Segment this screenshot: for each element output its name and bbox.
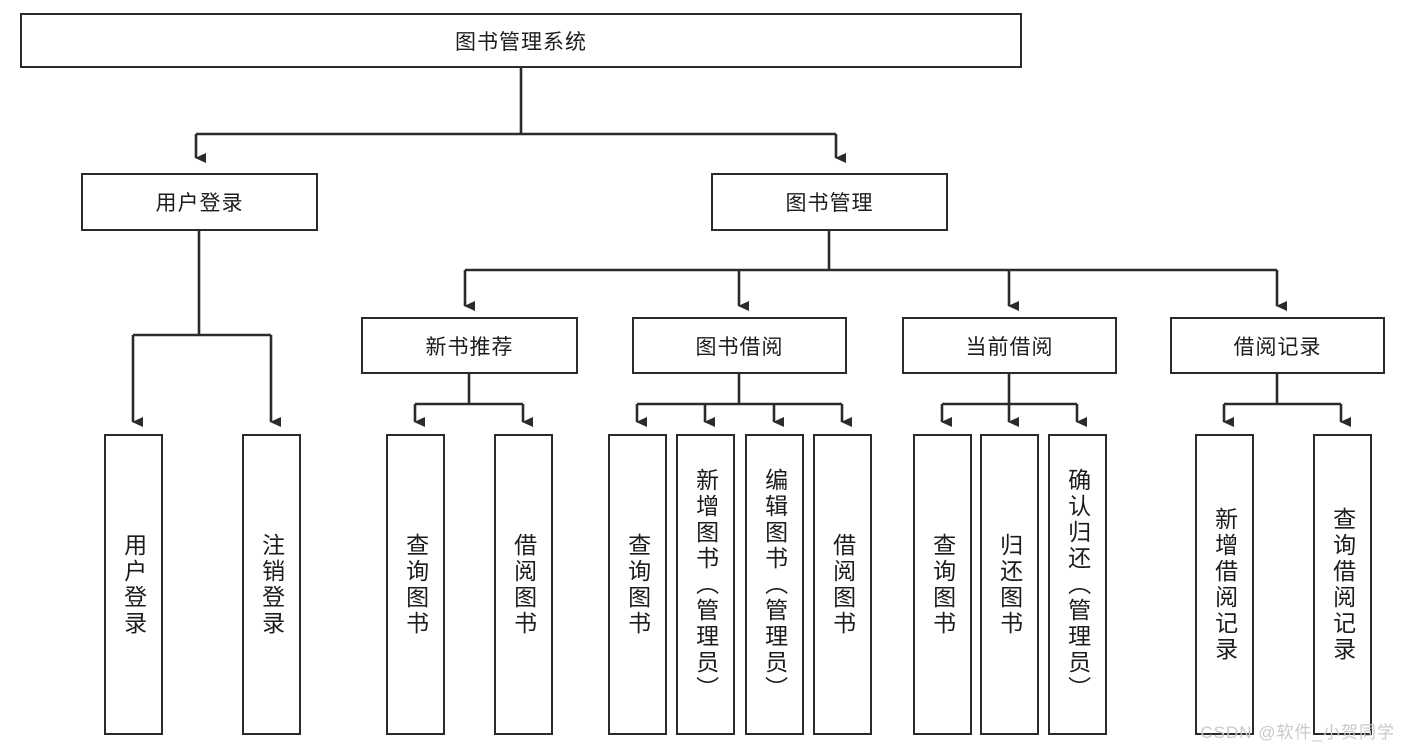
leaf-borrow-book-1[interactable]: 借阅图书: [494, 434, 553, 735]
leaf-add-record-label: 新增借阅记录: [1211, 506, 1238, 663]
leaf-user-logout-label: 注销登录: [258, 532, 285, 637]
leaf-user-logout[interactable]: 注销登录: [242, 434, 301, 735]
leaf-query-book-1[interactable]: 查询图书: [386, 434, 445, 735]
node-borrow-record[interactable]: 借阅记录: [1170, 317, 1385, 374]
leaf-borrow-book-2-label: 借阅图书: [829, 532, 856, 637]
node-book-manage[interactable]: 图书管理: [711, 173, 948, 231]
leaf-add-book-label: 新增图书（管理员）: [692, 467, 719, 702]
node-new-book-rec[interactable]: 新书推荐: [361, 317, 578, 374]
leaf-confirm-return[interactable]: 确认归还（管理员）: [1048, 434, 1107, 735]
leaf-user-login-label: 用户登录: [120, 532, 147, 637]
node-current-borrow-label: 当前借阅: [965, 335, 1054, 359]
watermark: CSDN @软件_小贺同学: [1200, 723, 1395, 742]
leaf-edit-book-label: 编辑图书（管理员）: [761, 467, 788, 702]
leaf-user-login[interactable]: 用户登录: [104, 434, 163, 735]
leaf-return-book[interactable]: 归还图书: [980, 434, 1039, 735]
node-current-borrow[interactable]: 当前借阅: [902, 317, 1117, 374]
node-borrow-record-label: 借阅记录: [1233, 335, 1322, 359]
leaf-borrow-book-1-label: 借阅图书: [510, 532, 537, 637]
leaf-query-book-2[interactable]: 查询图书: [608, 434, 667, 735]
node-user-login[interactable]: 用户登录: [81, 173, 318, 231]
leaf-confirm-return-label: 确认归还（管理员）: [1064, 467, 1091, 702]
leaf-add-record[interactable]: 新增借阅记录: [1195, 434, 1254, 735]
leaf-add-book[interactable]: 新增图书（管理员）: [676, 434, 735, 735]
node-book-manage-label: 图书管理: [785, 192, 874, 215]
leaf-borrow-book-2[interactable]: 借阅图书: [813, 434, 872, 735]
node-book-borrow[interactable]: 图书借阅: [632, 317, 847, 374]
leaf-query-book-3[interactable]: 查询图书: [913, 434, 972, 735]
leaf-query-book-3-label: 查询图书: [929, 532, 956, 637]
node-root[interactable]: 图书管理系统: [20, 13, 1022, 68]
leaf-query-record-label: 查询借阅记录: [1329, 506, 1356, 663]
leaf-query-book-1-label: 查询图书: [402, 532, 429, 637]
leaf-query-book-2-label: 查询图书: [624, 532, 651, 637]
leaf-query-record[interactable]: 查询借阅记录: [1313, 434, 1372, 735]
node-user-login-label: 用户登录: [155, 192, 244, 215]
node-book-borrow-label: 图书借阅: [695, 335, 784, 359]
node-root-label: 图书管理系统: [455, 30, 587, 54]
leaf-edit-book[interactable]: 编辑图书（管理员）: [745, 434, 804, 735]
node-new-book-rec-label: 新书推荐: [425, 335, 514, 359]
leaf-return-book-label: 归还图书: [996, 532, 1023, 637]
